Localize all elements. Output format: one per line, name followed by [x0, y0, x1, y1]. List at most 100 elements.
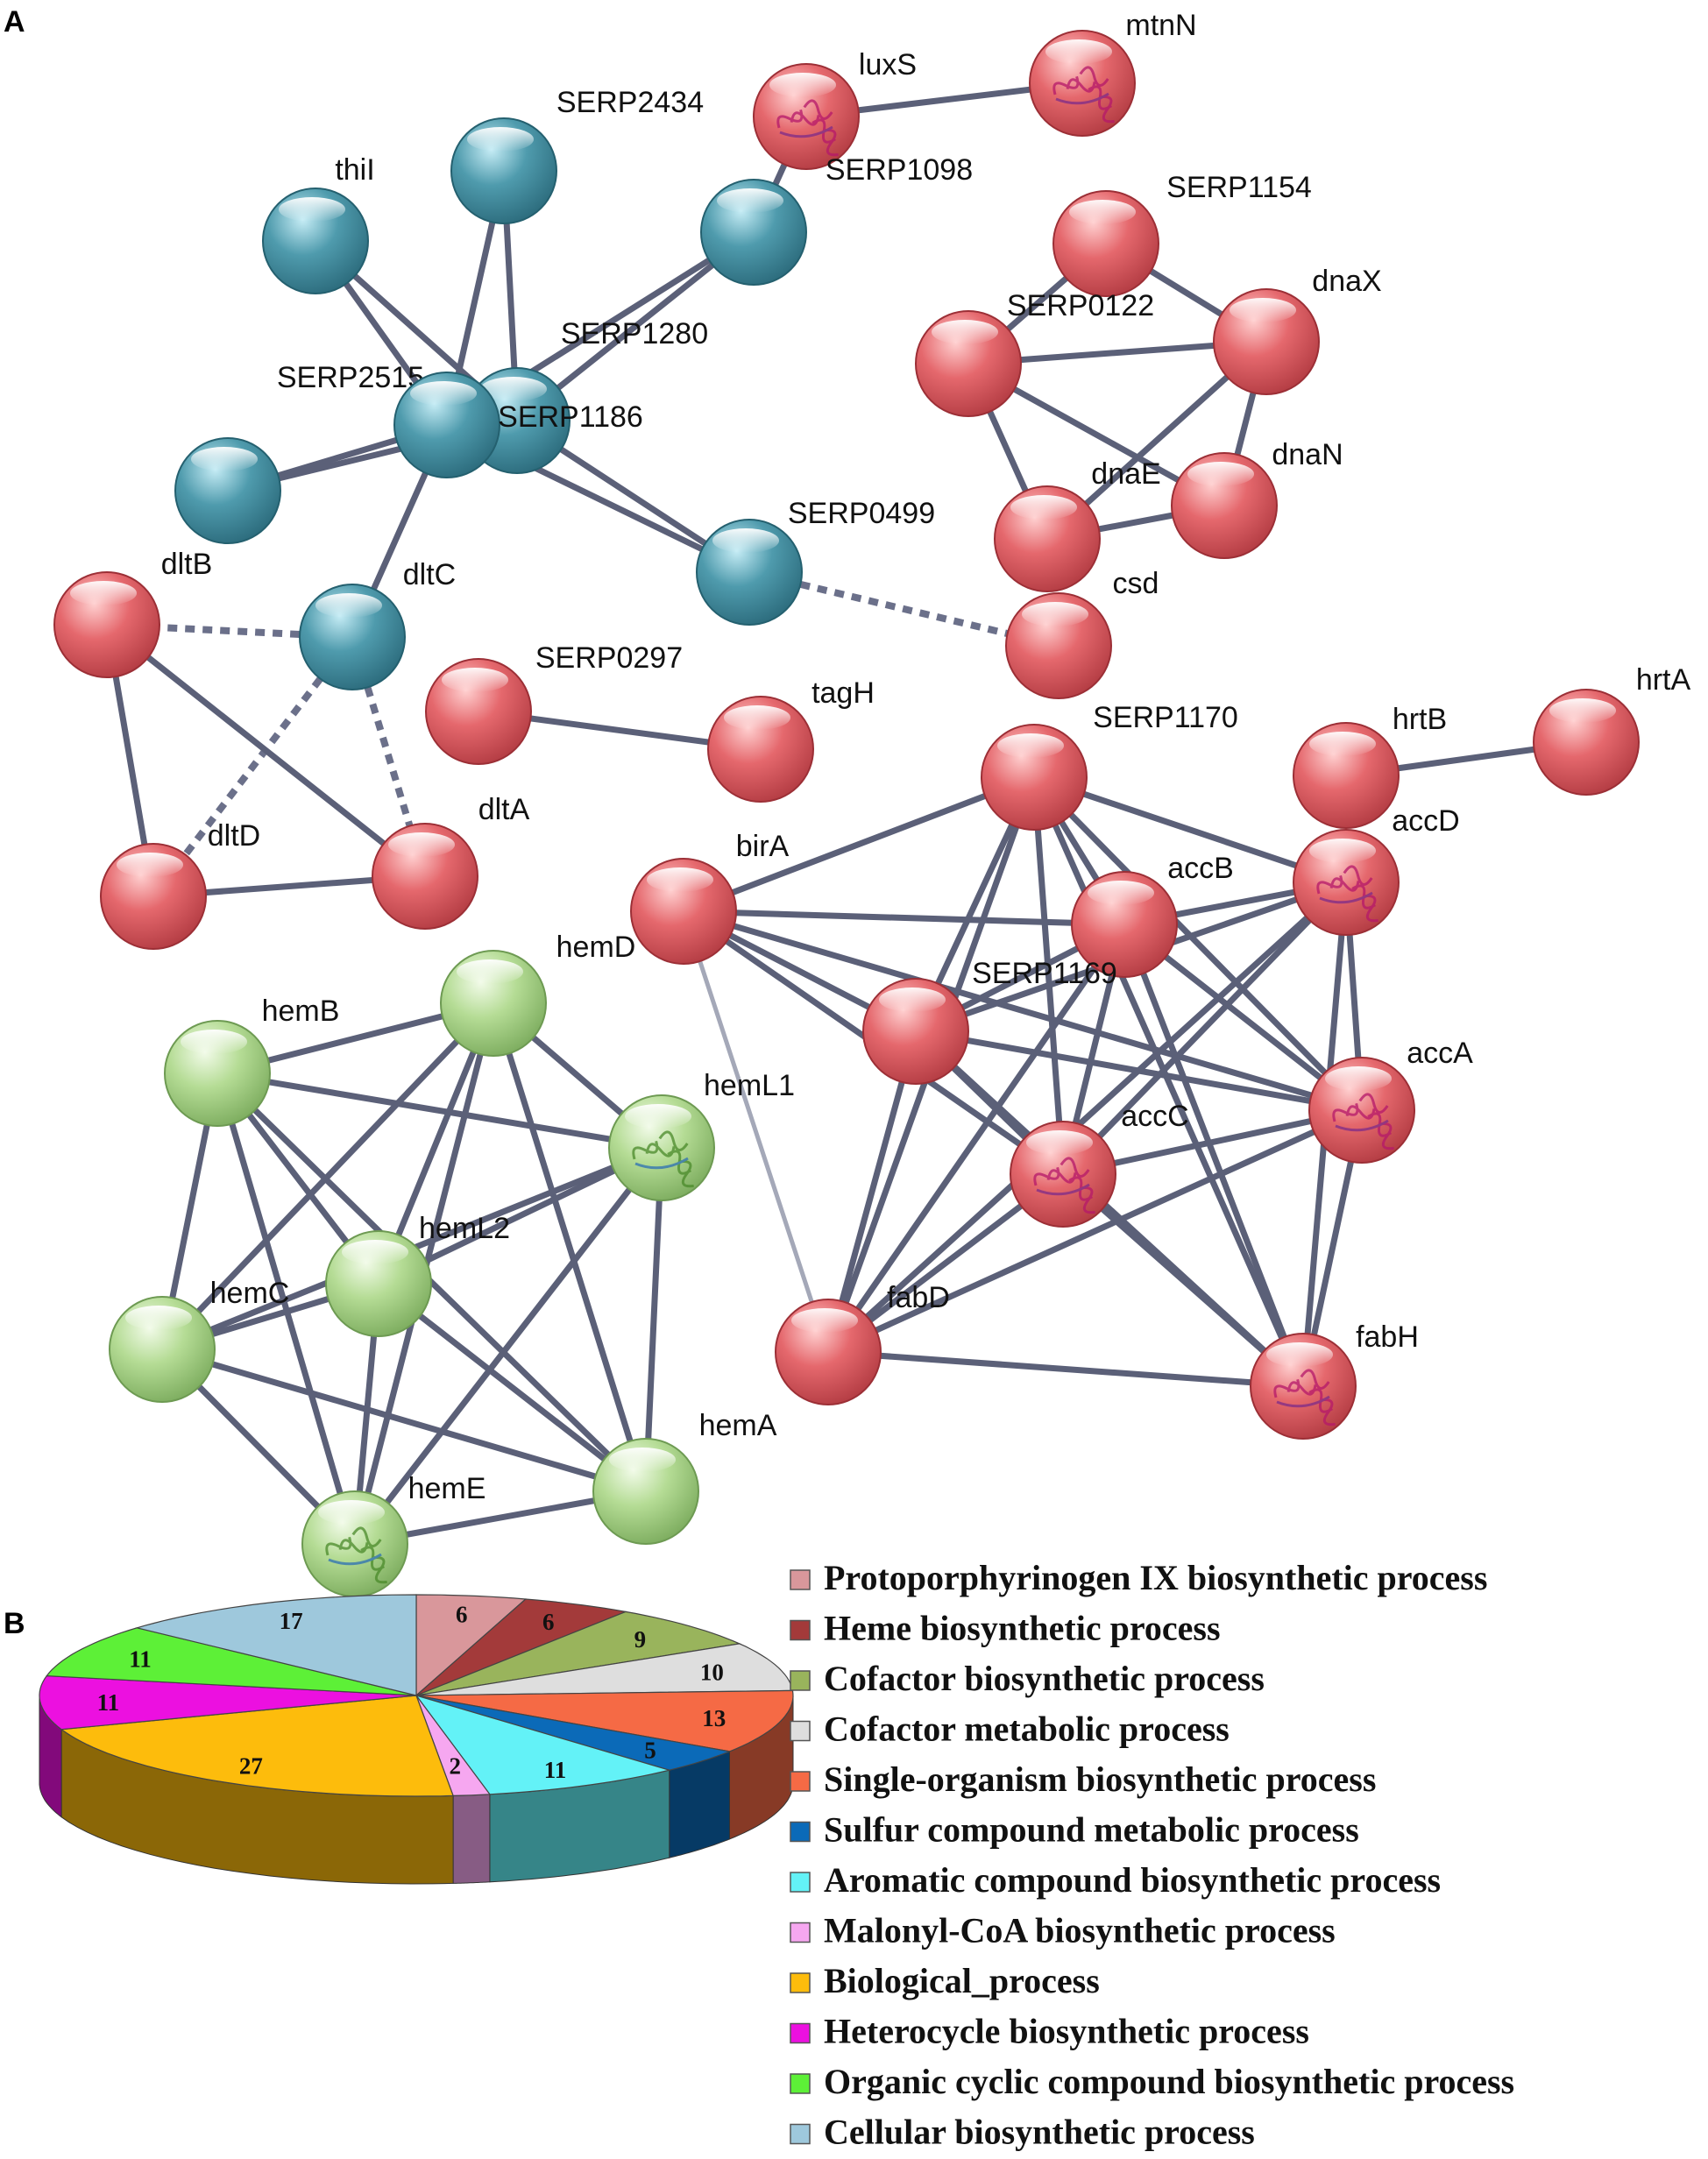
edge-birA-accB: [680, 908, 1128, 928]
node-label-fabD: fabD: [887, 1281, 950, 1314]
legend-label: Single-organism biosynthetic process: [824, 1759, 1376, 1799]
node-SERP2515-highlight: [191, 447, 258, 471]
legend-item: Organic cyclic compound biosynthetic pro…: [790, 2062, 1514, 2101]
node-SERP1170[interactable]: SERP1170: [981, 701, 1238, 831]
node-label-hemA: hemA: [699, 1409, 777, 1442]
node-hemE[interactable]: hemE: [301, 1472, 486, 1597]
node-hrtB[interactable]: hrtB: [1293, 703, 1447, 829]
node-SERP0499[interactable]: SERP0499: [696, 497, 935, 626]
edge-SERP1170-accD: [1031, 774, 1350, 886]
pie-slice-11: [135, 1594, 417, 1696]
legend-swatch: [790, 1922, 811, 1943]
node-label-accB: accB: [1167, 852, 1234, 885]
node-birA-highlight: [647, 867, 713, 892]
node-label-dltB: dltB: [161, 548, 213, 581]
node-SERP1098[interactable]: SERP1098: [700, 153, 973, 286]
node-label-hemB: hemB: [262, 995, 340, 1028]
legend-label: Malonyl-CoA biosynthetic process: [824, 1911, 1336, 1950]
node-SERP1170-highlight: [997, 733, 1064, 758]
node-label-SERP2434: SERP2434: [556, 86, 704, 119]
edge-dltB-dltA: [103, 621, 429, 880]
node-hemB[interactable]: hemB: [164, 995, 340, 1127]
node-birA[interactable]: birA: [630, 830, 790, 965]
node-dltD[interactable]: dltD: [100, 819, 260, 950]
node-SERP0122[interactable]: SERP0122: [915, 289, 1154, 417]
node-hemL1[interactable]: hemL1: [608, 1069, 795, 1201]
legend-label: Cofactor biosynthetic process: [824, 1659, 1265, 1698]
node-accD-highlight: [1309, 839, 1376, 863]
node-dnaE-highlight: [1010, 495, 1077, 520]
node-label-birA: birA: [736, 830, 790, 863]
node-accC[interactable]: accC: [1010, 1100, 1189, 1228]
pie-value-label: 13: [702, 1705, 726, 1731]
node-label-csd: csd: [1113, 567, 1159, 600]
edge-hemL1-hemE: [351, 1144, 665, 1547]
node-accA-highlight: [1325, 1066, 1392, 1091]
node-accB-highlight: [1088, 881, 1154, 905]
legend-item: Malonyl-CoA biosynthetic process: [790, 1911, 1336, 1950]
node-fabD[interactable]: fabD: [775, 1281, 950, 1405]
node-SERP1154[interactable]: SERP1154: [1052, 171, 1312, 297]
node-accA[interactable]: accA: [1308, 1037, 1473, 1164]
pie-slice-9: [39, 1674, 417, 1731]
node-fabH[interactable]: fabH: [1250, 1320, 1419, 1440]
pie-value-label: 9: [634, 1626, 647, 1653]
pie-value-label: 11: [97, 1689, 120, 1716]
node-hrtA[interactable]: hrtA: [1533, 663, 1691, 796]
node-label-hrtA: hrtA: [1636, 663, 1691, 697]
node-hemD[interactable]: hemD: [440, 931, 635, 1057]
node-hemL1-highlight: [625, 1104, 691, 1129]
node-SERP1280[interactable]: SERP1280: [464, 317, 708, 474]
edge-hemB-hemL1: [214, 1070, 665, 1151]
node-dnaE[interactable]: dnaE: [994, 457, 1161, 592]
pie-slice-2: [415, 1610, 741, 1696]
edge-birA-accA: [680, 908, 1365, 1114]
node-label-fabH: fabH: [1356, 1320, 1419, 1354]
node-label-thiI: thiI: [335, 153, 374, 187]
node-luxS[interactable]: luxS: [753, 48, 917, 170]
node-hemL2[interactable]: hemL2: [325, 1212, 510, 1337]
node-SERP0122-highlight: [932, 320, 998, 344]
legend-item: Heterocycle biosynthetic process: [790, 2012, 1309, 2051]
legend-item: Biological_process: [790, 1961, 1100, 2000]
node-label-accD: accD: [1392, 804, 1459, 838]
node-dnaN[interactable]: dnaN: [1171, 438, 1343, 559]
node-dltC[interactable]: dltC: [299, 558, 456, 690]
node-SERP1169[interactable]: SERP1169: [862, 957, 1117, 1085]
legend-item: Cellular biosynthetic process: [790, 2113, 1255, 2152]
node-label-hrtB: hrtB: [1393, 703, 1447, 736]
node-csd[interactable]: csd: [1005, 567, 1159, 699]
node-tagH-highlight: [724, 705, 790, 730]
node-SERP2434[interactable]: SERP2434: [450, 86, 704, 224]
node-SERP0297[interactable]: SERP0297: [425, 641, 683, 765]
legend-swatch: [790, 1872, 811, 1893]
edge-accD-fabD: [825, 879, 1350, 1356]
node-accD[interactable]: accD: [1293, 804, 1460, 936]
pie-legend: Protoporphyrinogen IX biosynthetic proce…: [790, 1558, 1514, 2152]
node-label-hemE: hemE: [408, 1472, 486, 1505]
edge-SERP1170-accA: [1031, 774, 1365, 1114]
node-SERP2515[interactable]: SERP2515: [174, 361, 424, 544]
node-dltC-highlight: [315, 593, 382, 618]
node-thiI[interactable]: thiI: [262, 153, 375, 294]
node-accC-highlight: [1026, 1130, 1093, 1155]
edge-accD-accC: [1060, 879, 1350, 1178]
node-label-SERP1169: SERP1169: [972, 957, 1117, 990]
node-hemC[interactable]: hemC: [109, 1277, 289, 1403]
node-dltA[interactable]: dltA: [372, 793, 530, 930]
node-dnaX[interactable]: dnaX: [1213, 265, 1382, 395]
legend-swatch: [790, 1821, 811, 1843]
node-accB[interactable]: accB: [1071, 852, 1234, 978]
pie-value-label: 11: [129, 1646, 152, 1673]
edge-accA-fabD: [825, 1107, 1365, 1356]
node-dltB[interactable]: dltB: [53, 548, 213, 678]
node-label-SERP1186: SERP1186: [498, 400, 643, 434]
node-hemA[interactable]: hemA: [592, 1409, 777, 1545]
node-mtnN[interactable]: mtnN: [1029, 9, 1197, 137]
edge-SERP1170-birA: [680, 774, 1038, 915]
node-SERP1186[interactable]: SERP1186: [393, 372, 643, 478]
pie-value-label: 11: [544, 1757, 567, 1783]
node-tagH[interactable]: tagH: [707, 676, 875, 803]
